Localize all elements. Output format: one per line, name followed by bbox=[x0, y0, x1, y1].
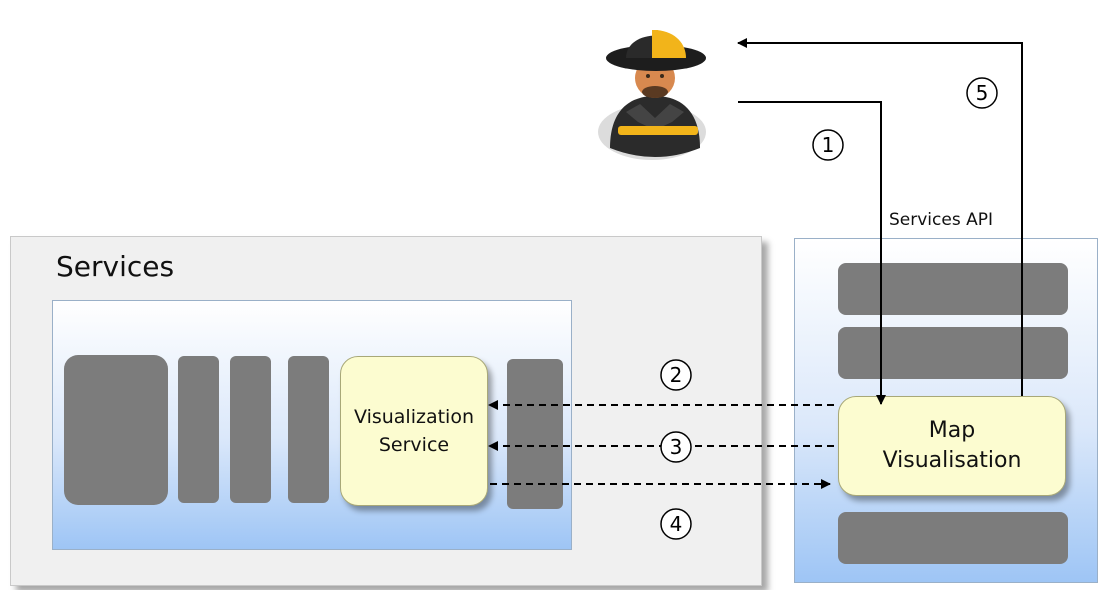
api-block-1 bbox=[838, 263, 1068, 315]
map-visualisation-line1: Map bbox=[928, 418, 976, 443]
firefighter-user-icon bbox=[598, 30, 706, 160]
map-visualisation-line2: Visualisation bbox=[882, 448, 1022, 473]
step-2-marker: 2 bbox=[660, 359, 692, 391]
step-3-number: 3 bbox=[670, 435, 683, 459]
step-4-marker: 4 bbox=[660, 508, 692, 540]
service-block-large bbox=[64, 355, 168, 505]
step-2-number: 2 bbox=[670, 363, 683, 387]
service-block-2 bbox=[230, 356, 271, 503]
step-5-marker: 5 bbox=[966, 77, 998, 109]
services-title: Services bbox=[56, 250, 175, 283]
service-block-3 bbox=[288, 356, 329, 503]
visualization-service-box: Visualization Service bbox=[340, 356, 488, 506]
service-block-1 bbox=[178, 356, 219, 503]
step-1-marker: 1 bbox=[812, 129, 844, 161]
step-4-number: 4 bbox=[670, 512, 683, 536]
services-api-label: Services API bbox=[889, 210, 993, 230]
arrow-step-1 bbox=[738, 101, 886, 405]
visualization-service-line2: Service bbox=[378, 434, 450, 456]
step-3-marker: 3 bbox=[660, 431, 692, 463]
step-1-number: 1 bbox=[822, 133, 835, 157]
arrow-step-5 bbox=[737, 38, 1023, 396]
api-block-3 bbox=[838, 512, 1068, 564]
map-visualisation-box: Map Visualisation bbox=[838, 396, 1066, 496]
step-5-number: 5 bbox=[976, 81, 989, 105]
visualization-service-line1: Visualization bbox=[353, 406, 474, 428]
api-block-2 bbox=[838, 327, 1068, 379]
